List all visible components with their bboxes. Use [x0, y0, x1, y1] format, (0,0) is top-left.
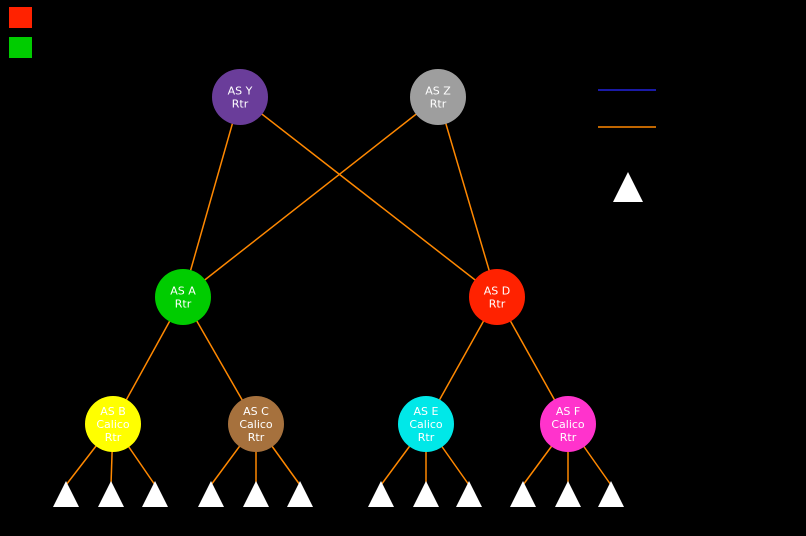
- host-triangle: [53, 481, 79, 507]
- host-triangle: [598, 481, 624, 507]
- node-as-e: [398, 396, 454, 452]
- red-swatch: [9, 7, 32, 28]
- host-triangle: [287, 481, 313, 507]
- green-swatch: [9, 37, 32, 58]
- host-triangle: [198, 481, 224, 507]
- host-triangle: [98, 481, 124, 507]
- host-triangle: [243, 481, 269, 507]
- edge-as-y-as-a: [182, 96, 241, 298]
- node-as-c: [228, 396, 284, 452]
- node-as-f: [540, 396, 596, 452]
- edge-as-z-as-d: [437, 96, 498, 298]
- node-as-d: [469, 269, 525, 325]
- node-as-a: [155, 269, 211, 325]
- node-as-b: [85, 396, 141, 452]
- host-triangle: [456, 481, 482, 507]
- edge-as-y-as-d: [239, 96, 498, 298]
- node-as-y: [212, 69, 268, 125]
- host-triangle: [368, 481, 394, 507]
- edge-as-z-as-a: [182, 96, 439, 298]
- host-triangle: [555, 481, 581, 507]
- host-triangle: [142, 481, 168, 507]
- node-as-z: [410, 69, 466, 125]
- legend-triangle: [613, 172, 643, 202]
- host-triangle: [510, 481, 536, 507]
- host-triangle: [413, 481, 439, 507]
